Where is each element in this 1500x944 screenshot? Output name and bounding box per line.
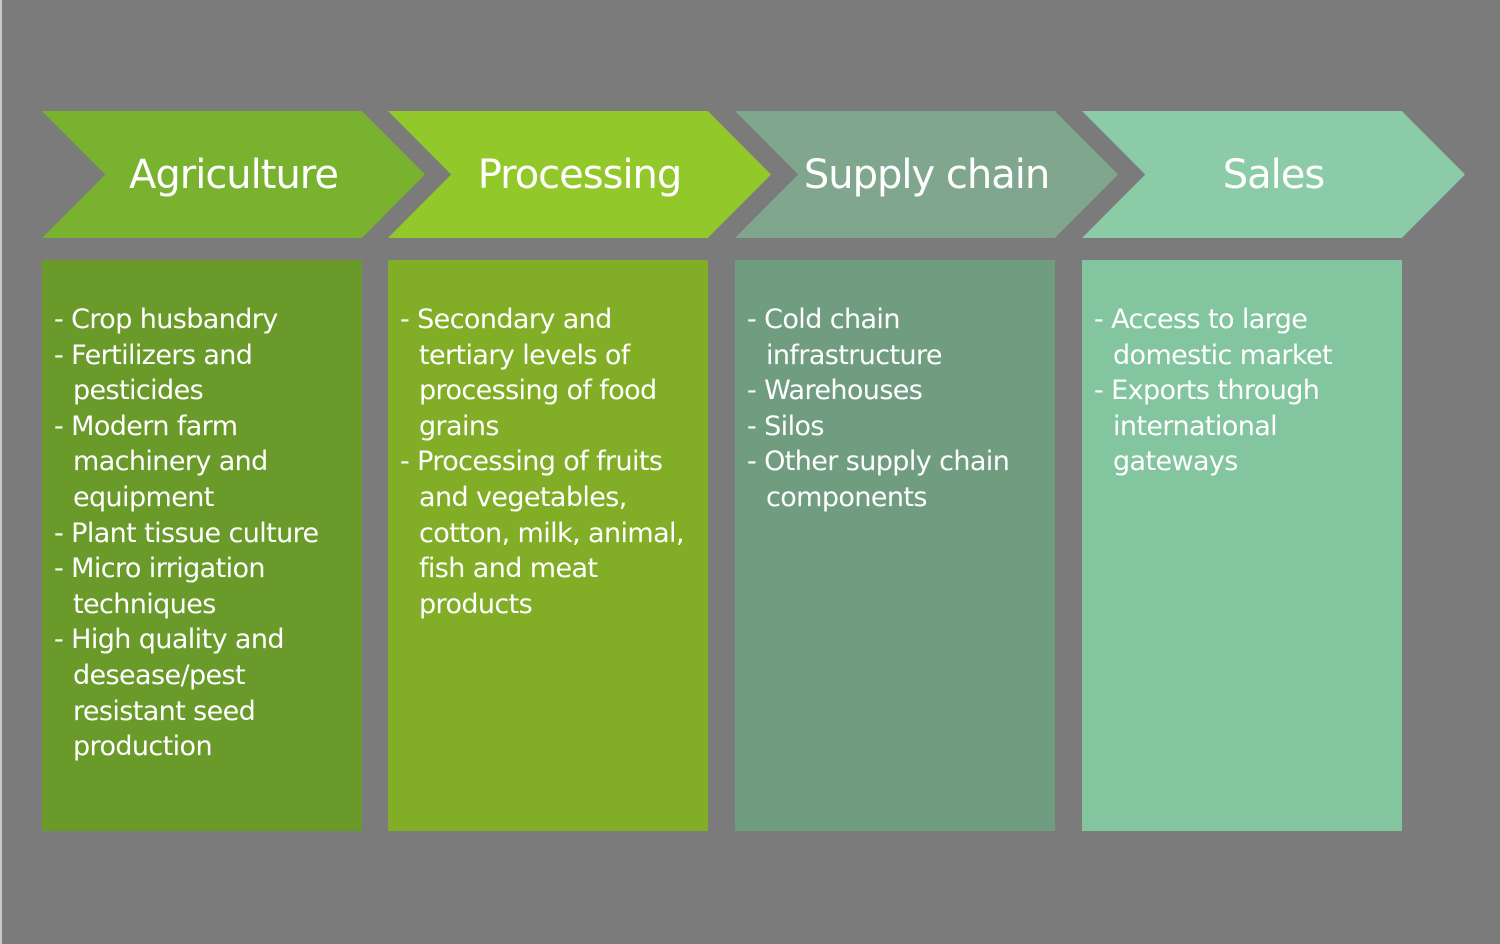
list-item: Secondary and tertiary levels of process…: [400, 302, 700, 444]
stage-item-list: Secondary and tertiary levels of process…: [400, 302, 700, 622]
list-item: Access to large domestic market: [1094, 302, 1394, 373]
stage-item-list: Crop husbandry Fertilizers and pesticide…: [54, 302, 354, 765]
stage-item-list: Access to large domestic market Exports …: [1094, 302, 1394, 480]
stage-box-supply-chain: Cold chain infrastructure Warehouses Sil…: [735, 260, 1055, 831]
list-item: Other supply chain components: [747, 444, 1047, 515]
list-item: Silos: [747, 409, 1047, 445]
stage-arrow-processing: Processing: [388, 111, 771, 238]
list-item: Fertilizers and pesticides: [54, 338, 354, 409]
list-item: Crop husbandry: [54, 302, 354, 338]
stage-box-processing: Secondary and tertiary levels of process…: [388, 260, 708, 831]
list-item: Exports through international gateways: [1094, 373, 1394, 480]
stage-title: Processing: [477, 151, 683, 198]
stage-arrow-supply-chain: Supply chain: [735, 111, 1118, 238]
stage-box-sales: Access to large domestic market Exports …: [1082, 260, 1402, 831]
stage-box-agriculture: Crop husbandry Fertilizers and pesticide…: [42, 260, 362, 831]
list-item: Modern farm machinery and equipment: [54, 409, 354, 516]
stage-title: Agriculture: [129, 151, 339, 198]
list-item: Plant tissue culture: [54, 516, 354, 552]
list-item: Processing of fruits and vegetables, cot…: [400, 444, 700, 622]
stage-title: Sales: [1222, 151, 1325, 198]
list-item: Micro irrigation techniques: [54, 551, 354, 622]
list-item: High quality and desease/pest resistant …: [54, 622, 354, 764]
list-item: Cold chain infrastructure: [747, 302, 1047, 373]
stage-title: Supply chain: [803, 151, 1050, 198]
stage-arrow-agriculture: Agriculture: [42, 111, 425, 238]
stage-arrow-sales: Sales: [1082, 111, 1465, 238]
stage-item-list: Cold chain infrastructure Warehouses Sil…: [747, 302, 1047, 516]
list-item: Warehouses: [747, 373, 1047, 409]
